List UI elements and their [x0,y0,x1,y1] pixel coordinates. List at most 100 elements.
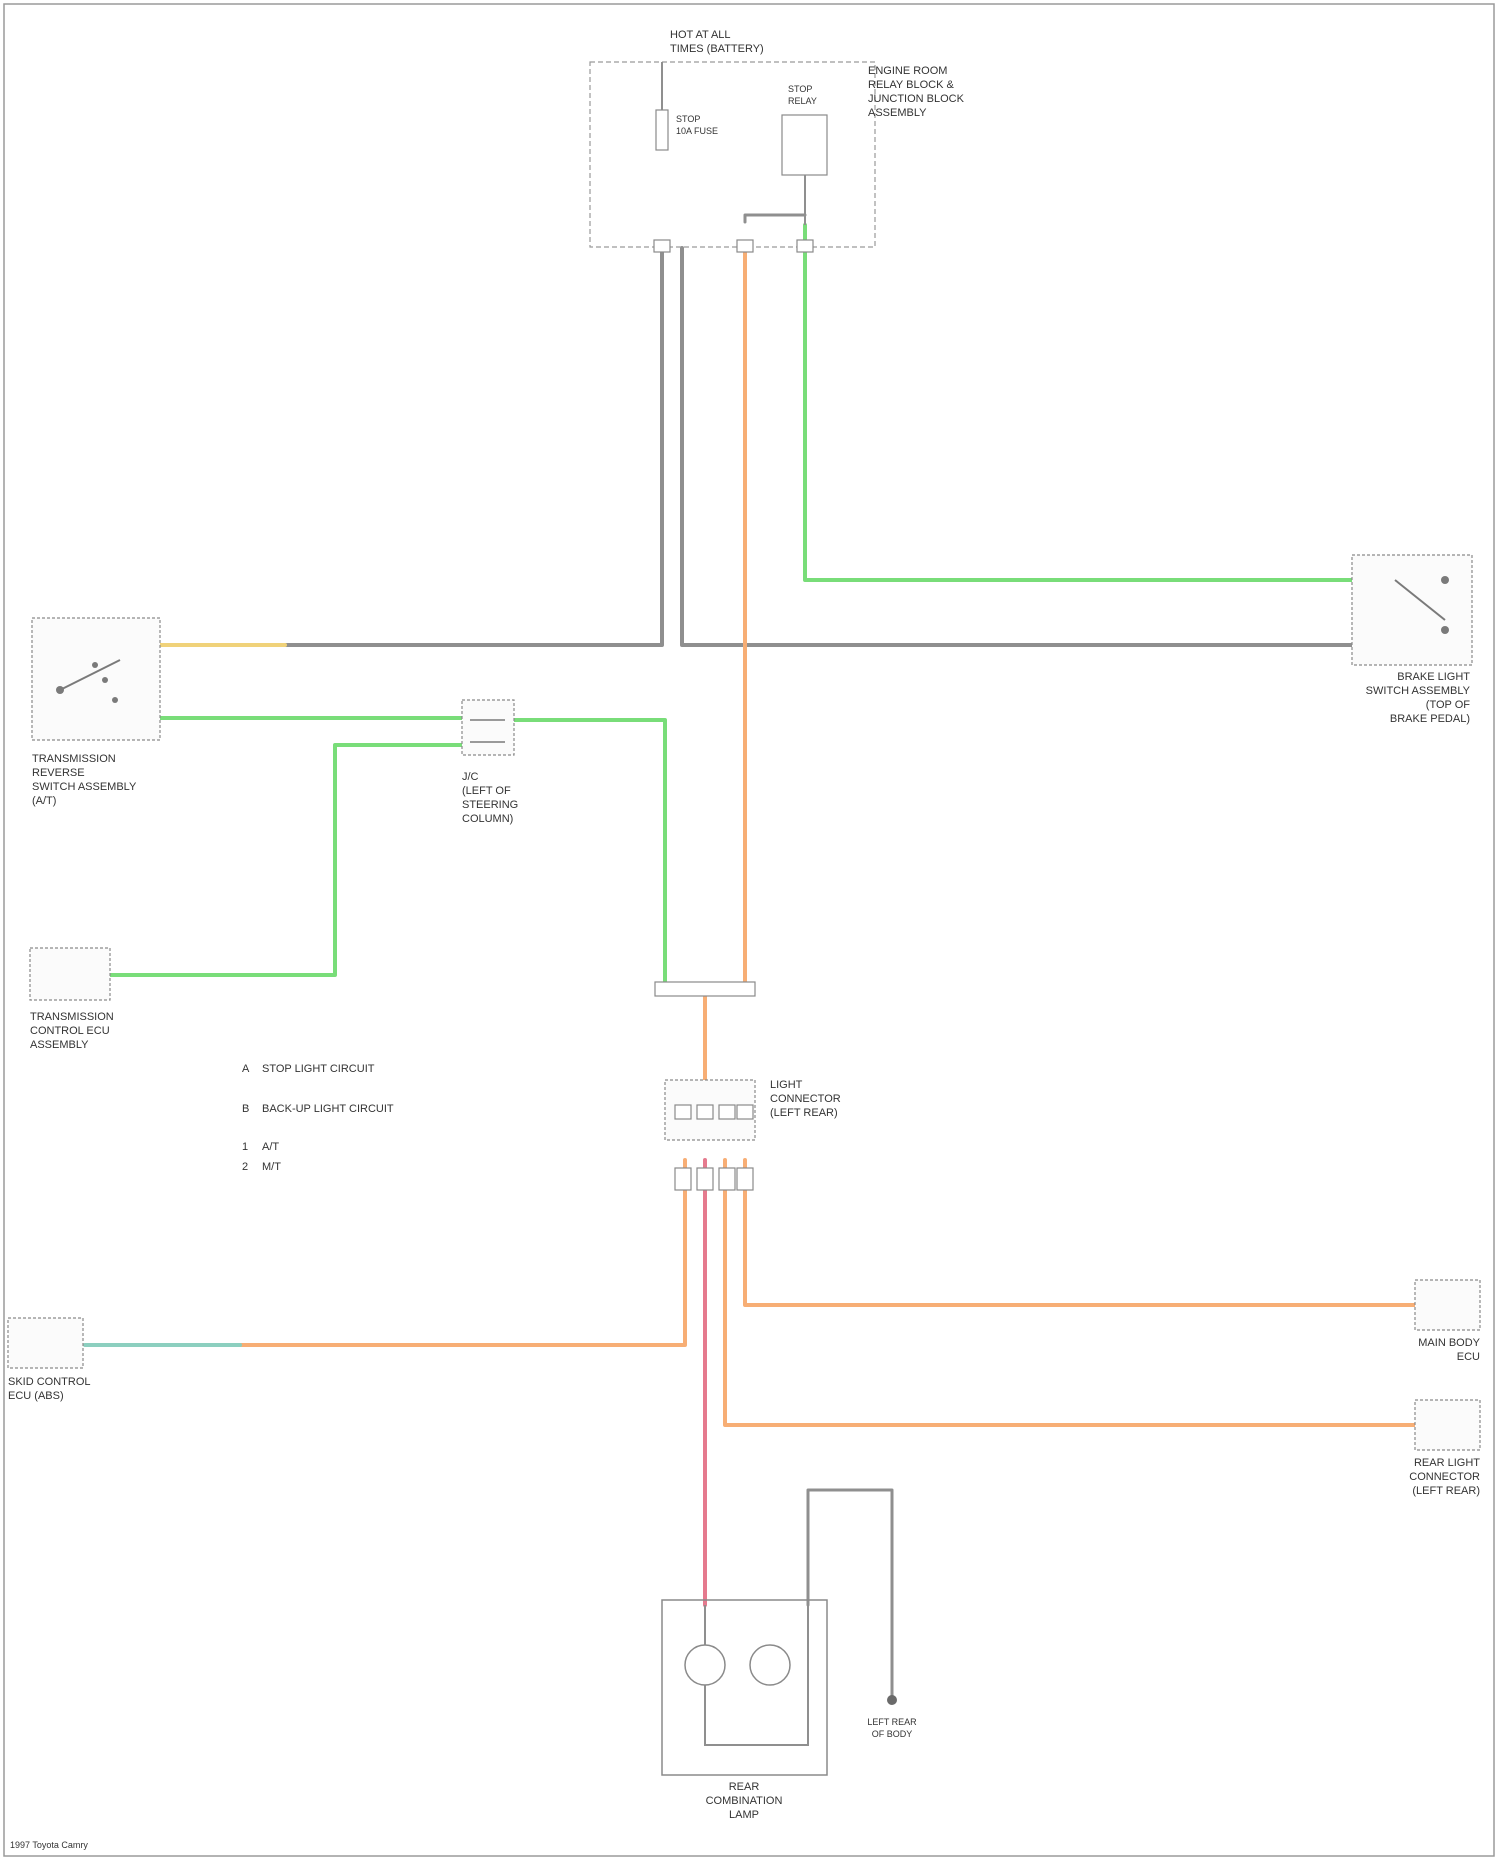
fuse-block-desc-4: ASSEMBLY [868,107,927,119]
brake-switch-desc-2: SWITCH ASSEMBLY [1366,685,1471,697]
tcm-desc-2: CONTROL ECU [30,1025,110,1037]
rear-connector-desc-3: (LEFT REAR) [1412,1485,1480,1497]
connector-pin-1 [675,1105,691,1119]
wire-green-relay-to-brake-switch [805,225,1352,580]
ground-point: LEFT REAR OF BODY [867,1695,917,1739]
brake-switch-terminal-b [1441,626,1449,634]
trans-switch-dot-3 [112,697,118,703]
connector-lead-2 [697,1168,713,1190]
fuse-pin-3 [797,240,813,252]
trans-switch-desc-3: SWITCH ASSEMBLY [32,781,137,793]
jc-desc-2: (LEFT OF [462,785,511,797]
connector-lead-3 [719,1168,735,1190]
lamp-housing [662,1600,827,1775]
legend-text-a: STOP LIGHT CIRCUIT [262,1063,375,1075]
legend-marker-a: A [242,1063,250,1075]
wire-gray-trunk-right [682,248,1352,645]
skid-control-ecu: SKID CONTROL ECU (ABS) [8,1318,91,1402]
jc-desc-4: COLUMN) [462,813,513,825]
connector-pin-4 [737,1105,753,1119]
trans-switch-desc-1: TRANSMISSION [32,753,116,765]
diagram-frame [4,4,1494,1856]
wire-green-tcm [110,745,470,975]
stop-relay-label-1: STOP [788,84,812,94]
connector-lead-1 [675,1168,691,1190]
jc-body [462,700,514,755]
wire-gray-trunk-left [155,248,662,645]
ground-label-1: LEFT REAR [867,1717,917,1727]
trans-switch-desc-2: REVERSE [32,767,85,779]
rear-connector-desc-1: REAR LIGHT [1414,1457,1480,1469]
splice-block [655,982,755,996]
stop-relay-label-2: RELAY [788,96,817,106]
fuse-relay-block: HOT AT ALL TIMES (BATTERY) ENGINE ROOM R… [590,29,965,252]
lamp-desc-3: LAMP [729,1809,759,1821]
rear-connector-desc-2: CONNECTOR [1409,1471,1480,1483]
fuse-block-desc-1: ENGINE ROOM [868,65,947,77]
legend-text-b: BACK-UP LIGHT CIRCUIT [262,1103,394,1115]
stop-relay [782,115,827,175]
rear-connector-body [1415,1400,1480,1450]
splice-bar [655,982,755,996]
stop-fuse-label-2: 10A FUSE [676,126,718,136]
footer-text: 1997 Toyota Camry [10,1840,88,1850]
stop-bulb-icon [685,1645,725,1685]
legend: A STOP LIGHT CIRCUIT B BACK-UP LIGHT CIR… [242,1063,394,1173]
wire-gray-relay-link [745,215,805,222]
trans-switch-desc-4: (A/T) [32,795,56,807]
wire-orange-body-ecu [745,1160,1415,1305]
body-ecu-desc-2: ECU [1457,1351,1480,1363]
jc-desc-1: J/C [462,771,479,783]
wire-gray-lamp-ground [808,1490,892,1695]
connector-pin-2 [697,1105,713,1119]
brake-switch-desc-3: (TOP OF [1426,699,1470,711]
lamp-desc-1: REAR [729,1781,760,1793]
tcm-desc-3: ASSEMBLY [30,1039,89,1051]
ground-icon [887,1695,897,1705]
fuse-pin-2 [737,240,753,252]
body-ecu-body [1415,1280,1480,1330]
junction-connector: J/C (LEFT OF STEERING COLUMN) [462,700,518,825]
tcm-body [30,948,110,1000]
skid-control-desc-1: SKID CONTROL [8,1376,91,1388]
legend-marker-1: 1 [242,1141,248,1153]
fuse-block-desc-3: JUNCTION BLOCK [868,93,965,105]
brake-switch-desc-1: BRAKE LIGHT [1397,671,1470,683]
rear-combination-lamp: REAR COMBINATION LAMP [662,1600,827,1821]
transmission-reverse-switch: TRANSMISSION REVERSE SWITCH ASSEMBLY (A/… [32,618,160,807]
fuse-block-outline [590,62,875,247]
jc-desc-3: STEERING [462,799,518,811]
wire-green-reverse-out [510,720,665,990]
legend-marker-2: 2 [242,1161,248,1173]
body-ecu-desc-1: MAIN BODY [1418,1337,1480,1349]
lamp-desc-2: COMBINATION [706,1795,783,1807]
legend-marker-b: B [242,1103,249,1115]
fuse-block-desc-2: RELAY BLOCK & [868,79,954,91]
stop-fuse [656,110,668,150]
fuse-block-header-1: HOT AT ALL [670,29,731,41]
skid-control-body [8,1318,83,1368]
brake-switch-desc-4: BRAKE PEDAL) [1390,713,1470,725]
fuse-block-header-2: TIMES (BATTERY) [670,43,764,55]
wire-orange-skid-control [240,1160,685,1345]
fuse-pin-1 [654,240,670,252]
legend-text-2: M/T [262,1161,281,1173]
trans-switch-body [32,618,160,740]
legend-text-1: A/T [262,1141,279,1153]
trans-switch-dot-2 [102,677,108,683]
brake-switch-body [1352,555,1472,665]
connector-group-desc-2: CONNECTOR [770,1093,841,1105]
connector-lead-4 [737,1168,753,1190]
connector-group: LIGHT CONNECTOR (LEFT REAR) [665,1079,841,1190]
tail-bulb-icon [750,1645,790,1685]
brake-light-switch: BRAKE LIGHT SWITCH ASSEMBLY (TOP OF BRAK… [1352,555,1472,725]
ground-label-2: OF BODY [872,1729,913,1739]
wire-orange-rear-connector [725,1160,1415,1425]
stop-fuse-label-1: STOP [676,114,700,124]
connector-pin-3 [719,1105,735,1119]
connector-group-desc-3: (LEFT REAR) [770,1107,838,1119]
wire-layer [85,215,1415,1695]
skid-control-desc-2: ECU (ABS) [8,1390,64,1402]
main-body-ecu: MAIN BODY ECU [1415,1280,1481,1363]
